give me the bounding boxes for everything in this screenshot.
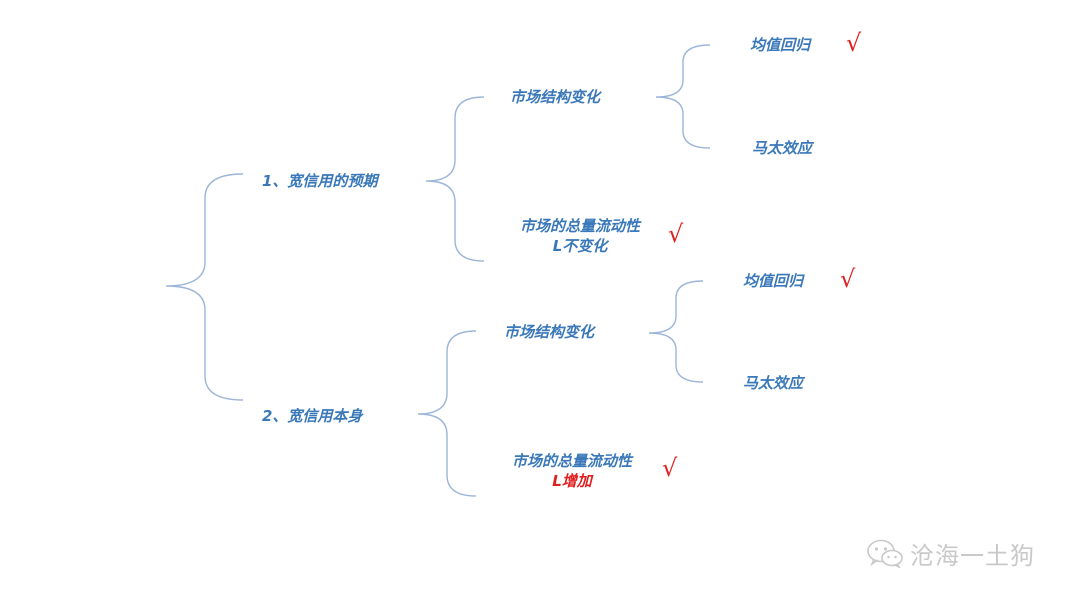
branch2-brace <box>417 330 477 497</box>
branch2-leaf-mean-reversion: 均值回归 <box>743 272 804 290</box>
branch2-leaf-matthew-effect: 马太效应 <box>743 374 804 392</box>
branch1-label: 1、宽信用的预期 <box>262 172 378 190</box>
branch1-liquidity-check-icon: √ <box>668 220 684 248</box>
wechat-icon <box>867 539 903 568</box>
branch2-mean-check-icon: √ <box>840 265 856 293</box>
branch1-structure-label: 市场结构变化 <box>510 88 601 106</box>
watermark-text: 沧海一土狗 <box>910 541 1035 570</box>
branch1-structure-brace <box>655 44 711 149</box>
branch1-liquidity-label: 市场的总量流动性 L不变化 <box>506 216 654 256</box>
branch2-structure-brace <box>648 280 704 383</box>
branch2-structure-label: 市场结构变化 <box>504 323 595 341</box>
branch2-liquidity-label: 市场的总量流动性 L增加 <box>498 451 646 491</box>
branch2-label: 2、宽信用本身 <box>262 407 363 425</box>
branch1-liquidity-line1: 市场的总量流动性 <box>519 217 640 235</box>
branch1-leaf-matthew-effect: 马太效应 <box>752 139 813 157</box>
branch2-liquidity-check-icon: √ <box>662 454 678 482</box>
branch2-liquidity-line1: 市场的总量流动性 <box>511 452 632 470</box>
watermark: 沧海一土狗 <box>866 535 1046 571</box>
branch1-brace <box>425 96 485 262</box>
root-brace <box>165 173 244 401</box>
branch2-liquidity-line2: L增加 <box>552 472 592 490</box>
branch1-mean-check-icon: √ <box>846 29 862 57</box>
branch1-liquidity-line2: L不变化 <box>552 237 608 255</box>
branch1-leaf-mean-reversion: 均值回归 <box>750 36 811 54</box>
